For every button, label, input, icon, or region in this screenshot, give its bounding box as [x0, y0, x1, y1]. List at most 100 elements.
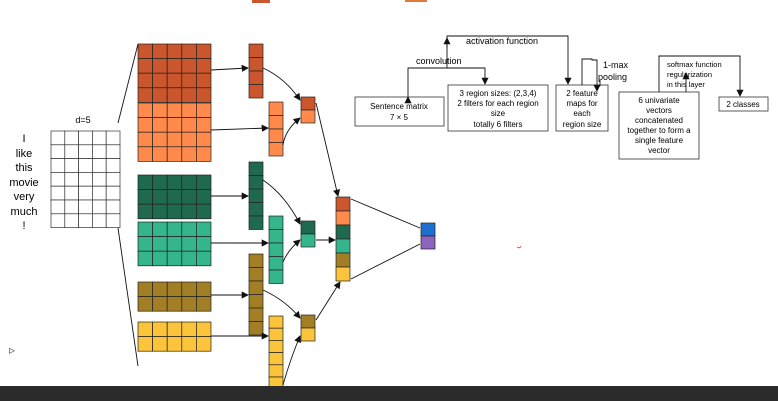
filter-red-cell — [152, 58, 168, 74]
filter-teal-cell — [152, 250, 168, 267]
sentence-matrix-cell-grid — [50, 130, 121, 228]
sentence-matrix-cell-grid-cell — [78, 185, 93, 201]
region-sizes-line2: 2 filters for each region — [457, 99, 538, 108]
sentence-matrix-cell-grid-cell — [50, 172, 66, 187]
feature-maps-line3: each — [573, 109, 590, 118]
feature-map-yellow-cell — [268, 327, 284, 341]
filter-dark-green-cell — [152, 203, 168, 220]
filter-red-cell — [166, 72, 183, 89]
feature-map-teal-cell — [268, 256, 284, 271]
filter-olive-cell — [196, 296, 212, 312]
filter-red-cell — [181, 43, 197, 59]
region-sizes-line1: 3 region sizes: (2,3,4) — [460, 89, 537, 98]
pooled-dark-green — [300, 220, 316, 235]
output-line-bottom — [350, 243, 421, 280]
filter-teal-cell — [137, 221, 153, 237]
pooled-yellow — [300, 327, 316, 342]
pool-curve-yellow — [282, 335, 301, 386]
filter-orange-cell — [137, 146, 153, 162]
feature-map-yellow-cell — [268, 315, 284, 329]
filter-yellow-cell — [152, 321, 168, 337]
filter-yellow-cell — [152, 336, 168, 352]
filter-red-cell — [196, 72, 212, 89]
filter-dark-green-cell — [137, 174, 153, 190]
sentence-matrix-cell-grid-cell — [64, 213, 79, 228]
sentence-matrix-cell-grid-cell — [92, 199, 107, 215]
filter-red-cell — [181, 72, 197, 89]
filter-dark-green-cell — [196, 203, 212, 220]
concat-cell-5 — [335, 266, 351, 282]
feature-map-teal-cell — [268, 269, 284, 284]
filter-olive-cell — [166, 296, 183, 312]
pooled-orange — [300, 109, 316, 124]
filter-red-cell — [181, 58, 197, 74]
filter-orange-cell — [196, 102, 212, 118]
feature-map-dark-green-cell — [248, 175, 264, 190]
feature-map-olive-cell — [248, 280, 264, 295]
feature-maps-line2: maps for — [566, 99, 597, 108]
filter-dark-green — [137, 174, 212, 220]
sentence-matrix-cell-grid-cell — [50, 144, 66, 159]
filter-teal-cell — [152, 221, 168, 237]
filter-olive-cell — [181, 296, 197, 312]
feature-map-olive-cell — [248, 253, 264, 268]
word-1: like — [16, 148, 33, 160]
filter-orange-cell — [152, 117, 168, 133]
filter-red-cell — [137, 43, 153, 59]
filter-yellow — [137, 321, 212, 352]
sentence-matrix-cell-grid-cell — [78, 144, 93, 159]
filter-orange-cell — [166, 117, 183, 133]
word-5: much — [11, 206, 38, 218]
top-edge-fragment — [252, 0, 270, 3]
filter-dark-green-cell — [181, 174, 197, 190]
filter-teal-cell — [166, 236, 183, 252]
feature-map-orange-cell — [268, 115, 284, 130]
sentence-matrix-cell-grid-cell — [78, 158, 93, 173]
filter-dark-green-cell — [196, 174, 212, 190]
filter-red-cell — [166, 43, 183, 59]
filter-orange-cell — [152, 146, 168, 162]
filter-teal-cell — [166, 221, 183, 237]
sentence-matrix-cell-grid-cell — [105, 144, 121, 159]
filter-dark-green-cell — [181, 189, 197, 205]
filter-yellow-cell — [196, 336, 212, 352]
filter-orange-cell — [181, 131, 197, 148]
filter-teal-cell — [181, 221, 197, 237]
region-sizes-line4: totally 6 filters — [474, 120, 523, 129]
feature-map-olive — [248, 253, 264, 336]
filter-red-cell — [152, 72, 168, 89]
feature-map-yellow-cell — [268, 340, 284, 353]
filter-dark-green-cell — [152, 189, 168, 205]
pooled-olive — [300, 314, 316, 329]
filter-orange-cell — [196, 131, 212, 148]
sentence-matrix-cell-grid-cell — [92, 172, 107, 187]
filter-olive-cell — [137, 281, 153, 297]
pooled-teal — [300, 233, 316, 248]
sentence-matrix-cell-grid-cell — [50, 199, 66, 215]
concat-line-red — [315, 102, 341, 197]
univariate-vectors-box: 6 univariate vectors concatenated togeth… — [618, 91, 700, 160]
filter-teal-cell — [196, 250, 212, 267]
filter-dark-green-cell — [166, 203, 183, 220]
classes-box: 2 classes — [718, 96, 769, 112]
output-line-top — [350, 198, 421, 229]
pool-curve-olive — [262, 289, 301, 319]
filter-olive-cell — [166, 281, 183, 297]
stray-mark — [516, 245, 522, 249]
filter-yellow-cell — [181, 321, 197, 337]
word-4: very — [14, 191, 35, 203]
output-class-1 — [420, 222, 436, 237]
sentence-matrix-cell-grid-cell — [78, 199, 93, 215]
maxpool-label-line2: pooling — [598, 72, 627, 82]
feature-map-red-cell — [248, 43, 264, 58]
filter-olive-cell — [196, 281, 212, 297]
univariate-line2: vectors — [646, 106, 672, 115]
filter-orange — [137, 102, 212, 162]
univariate-line1: 6 univariate — [638, 96, 680, 105]
sentence-matrix-cell-grid-cell — [64, 144, 79, 159]
filter-orange-cell — [166, 146, 183, 162]
sentence-matrix-cell-grid-cell — [92, 213, 107, 228]
concat-cell-1 — [335, 210, 351, 226]
sentence-matrix-cell-grid-cell — [105, 185, 121, 201]
sentence-matrix-line2: 7 × 5 — [390, 113, 409, 122]
